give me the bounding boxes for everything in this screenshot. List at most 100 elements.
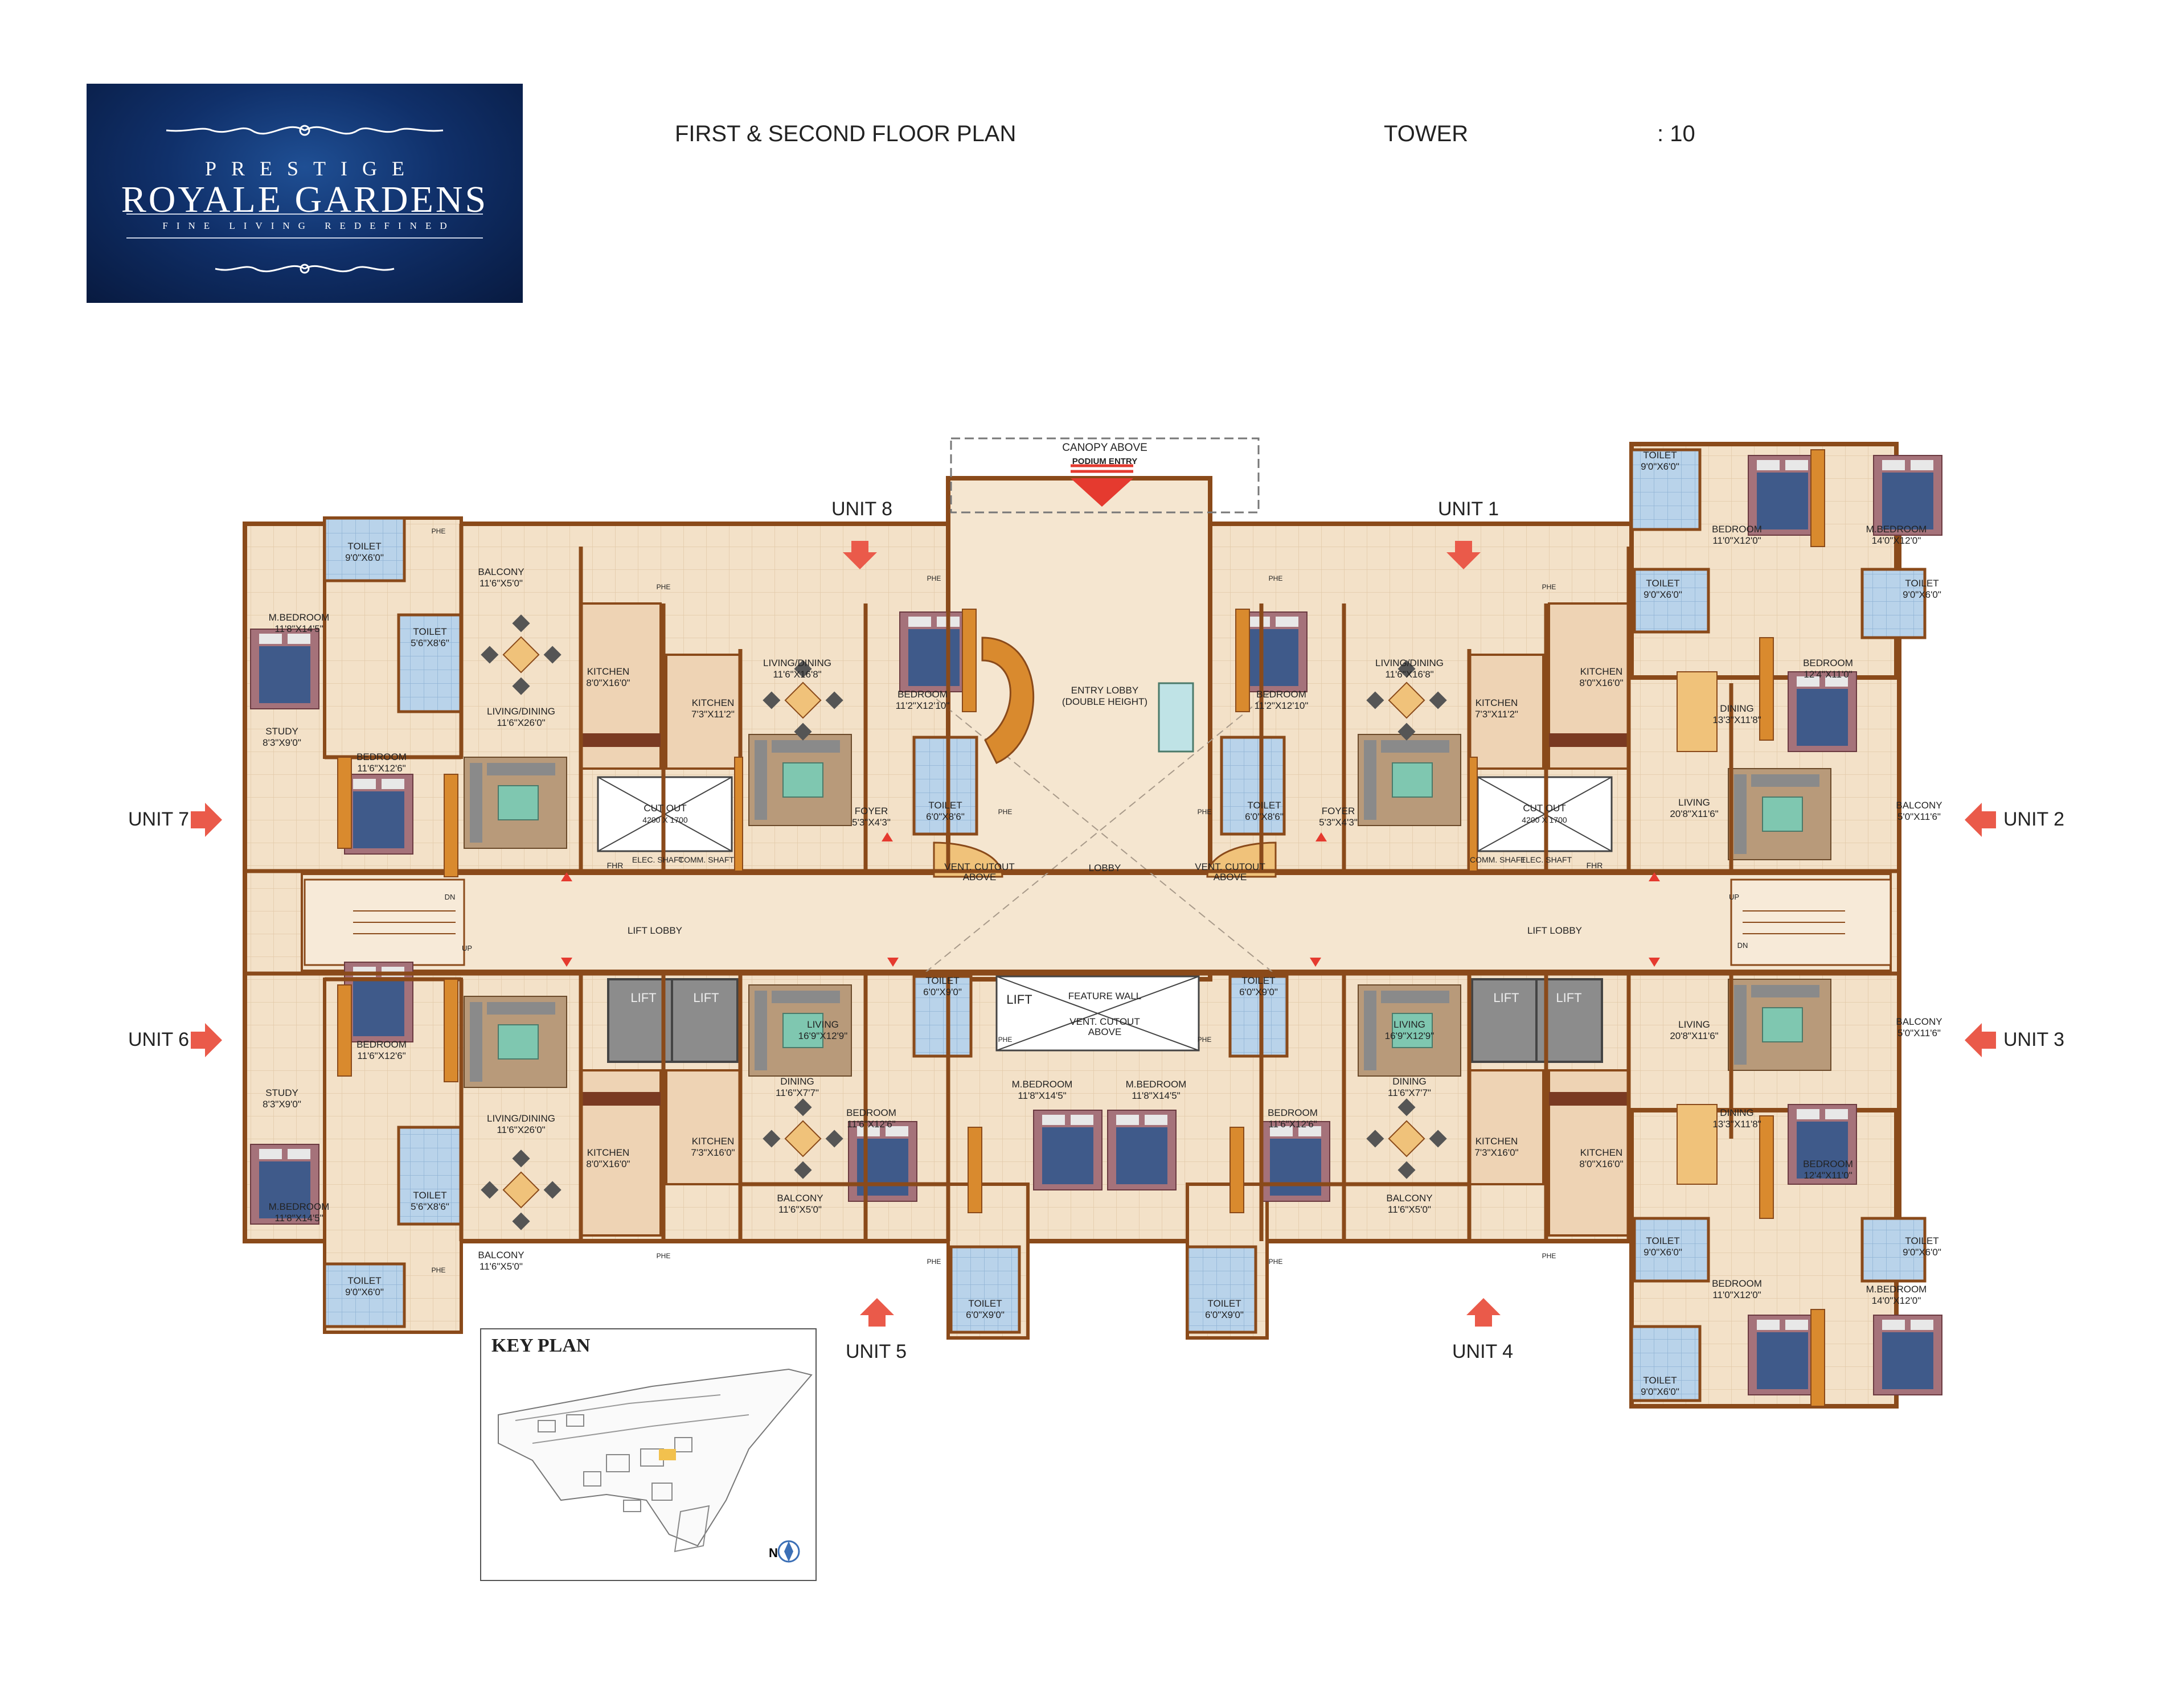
room-label: BEDROOM	[1803, 1159, 1853, 1169]
room-dim: 16'9"X12'9"	[798, 1030, 848, 1041]
canopy-label: CANOPY ABOVE	[1062, 442, 1147, 454]
tower-label: TOWER	[1384, 121, 1469, 146]
phe-label: PHE	[1269, 1258, 1283, 1266]
kitchen-areas	[580, 602, 1630, 1237]
room-label: KITCHEN	[587, 1147, 630, 1158]
arrow-left-icon	[1965, 803, 1996, 837]
room-label: TOILET	[1646, 1235, 1679, 1246]
room-label: BALCONY	[478, 1250, 524, 1261]
elec-shaft-label: ELEC. SHAFT	[632, 855, 684, 864]
room-dim: 5'0"X11'6"	[1897, 811, 1941, 822]
room-label: BEDROOM	[1803, 658, 1853, 668]
arrow-up-icon	[860, 1298, 894, 1327]
highlight-tower	[659, 1449, 676, 1460]
room-label: BALCONY	[1896, 1016, 1942, 1027]
arrow-down-icon	[843, 541, 877, 569]
room-label: TOILET	[1643, 1375, 1677, 1386]
room-dim: 9'0"X6'0"	[1644, 1247, 1682, 1258]
elec-shaft-label: ELEC. SHAFT	[1520, 855, 1572, 864]
divider	[126, 214, 483, 215]
room-label: KITCHEN	[587, 666, 630, 677]
room-label: DINING	[1720, 703, 1754, 714]
room-dim: 7'3"X11'2"	[1475, 709, 1518, 720]
fhr-label: FHR	[607, 861, 624, 870]
room-dim: 11'2"X12'10"	[1255, 700, 1309, 711]
lift-label: LIFT	[1493, 991, 1519, 1005]
room-dim: 11'6"X5'0"	[479, 578, 523, 589]
room-label: BALCONY	[1386, 1193, 1432, 1204]
room-dim: 9'0"X6'0"	[1641, 1386, 1679, 1397]
page-title: FIRST & SECOND FLOOR PLAN	[675, 121, 1017, 146]
room-dim: 11'8"X14'5"	[274, 1213, 323, 1223]
divider	[126, 237, 483, 239]
room-label: LIVING/DINING	[487, 706, 555, 717]
room-label: BEDROOM	[1268, 1107, 1318, 1118]
room-label: BEDROOM	[897, 689, 948, 700]
unit-label-1: UNIT 1	[1438, 498, 1499, 520]
room-label: M.BEDROOM	[269, 1201, 330, 1212]
stair-dn: DN	[445, 893, 456, 901]
room-label: LIVING	[807, 1019, 839, 1030]
unit-markers: UNIT 8 UNIT 1 UNIT 7 UNIT 6 UNIT 2 UNIT …	[128, 498, 2064, 1362]
room-dim: 5'3"X4'3"	[852, 817, 891, 828]
room-dim: 11'6"X5'0"	[1388, 1204, 1431, 1215]
room-dim: 9'0"X6'0"	[1903, 1247, 1941, 1258]
room-dim: 6'0"X9'0"	[1205, 1309, 1244, 1320]
entry-lobby-label: ENTRY LOBBY	[1071, 685, 1138, 696]
room-dim: 11'6"X7'7"	[776, 1087, 819, 1098]
feature-wall-label: FEATURE WALL	[1068, 991, 1141, 1001]
ornament-top-icon	[166, 125, 444, 136]
room-dim: 11'6"X7'7"	[1388, 1087, 1431, 1098]
lobby-label: LOBBY	[1089, 863, 1121, 873]
room-dim: 11'8"X14'5"	[1018, 1090, 1066, 1101]
key-plan: KEY PLAN N	[480, 1328, 817, 1581]
room-label: LIVING	[1394, 1019, 1425, 1030]
arrow-up-icon	[1466, 1298, 1501, 1327]
room-label: DINING	[780, 1076, 814, 1087]
room-label: BALCONY	[478, 566, 524, 577]
room-label: TOILET	[347, 1275, 381, 1286]
room-label: DINING	[1392, 1076, 1427, 1087]
room-dim: 11'0"X12'0"	[1712, 535, 1761, 546]
unit-label-8: UNIT 8	[831, 498, 892, 520]
room-dim: 11'0"X12'0"	[1712, 1290, 1761, 1300]
stair-up: UP	[462, 944, 472, 952]
room-dim: 9'0"X6'0"	[1903, 589, 1941, 600]
room-label: FOYER	[1322, 806, 1355, 816]
room-label: TOILET	[413, 1190, 446, 1201]
room-dim: 11'6"X26'0"	[497, 717, 545, 728]
door-markers	[561, 832, 1660, 967]
room-label: BEDROOM	[356, 1039, 407, 1050]
vent-cutout-above: ABOVE	[963, 872, 997, 882]
room-dim: 11'6"X26'0"	[497, 1124, 545, 1135]
room-label: M.BEDROOM	[1866, 1284, 1927, 1295]
room-label: M.BEDROOM	[269, 612, 330, 623]
room-label: FOYER	[855, 806, 888, 816]
tower-value: : 10	[1657, 121, 1695, 146]
room-label: TOILET	[928, 800, 962, 811]
lift-label: LIFT	[630, 991, 656, 1005]
room-label: BEDROOM	[846, 1107, 896, 1118]
room-label: M.BEDROOM	[1866, 524, 1927, 535]
room-dim: 11'6"X16'8"	[773, 669, 821, 680]
room-label: LIVING	[1678, 1019, 1710, 1030]
room-dim: 11'8"X14'5"	[1132, 1090, 1180, 1101]
room-label: TOILET	[968, 1298, 1002, 1309]
room-label: LIVING/DINING	[1375, 658, 1444, 668]
room-dim: 8'0"X16'0"	[586, 678, 630, 688]
room-dim: 8'0"X16'0"	[586, 1159, 630, 1169]
lift-label: LIFT	[693, 991, 719, 1005]
brand-logo: PRESTIGE ROYALE GARDENS FINE LIVING REDE…	[87, 84, 523, 303]
room-dim: 11'6"X5'0"	[479, 1261, 523, 1272]
vent-cutout-above: ABOVE	[1088, 1027, 1122, 1037]
cutout-label: CUT OUT	[644, 803, 686, 814]
room-label: BEDROOM	[1712, 524, 1762, 535]
room-label: KITCHEN	[692, 697, 735, 708]
room-dim: 16'9"X12'9"	[1385, 1030, 1435, 1041]
room-dim: 9'0"X6'0"	[1641, 461, 1679, 472]
unit-label-3: UNIT 3	[2003, 1029, 2064, 1050]
room-dim: 11'6"X12'6"	[1268, 1119, 1317, 1130]
room-dim: 11'6"X12'6"	[847, 1119, 895, 1130]
room-dim: 14'0"X12'0"	[1872, 535, 1921, 546]
